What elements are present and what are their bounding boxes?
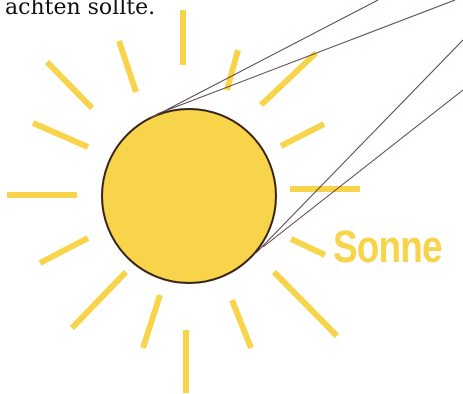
sun-ray xyxy=(143,295,160,348)
sun-ray xyxy=(72,272,126,328)
sun-ray xyxy=(281,124,324,146)
sun-ray xyxy=(40,238,88,263)
sun-ray xyxy=(274,272,337,336)
sun-ray xyxy=(261,53,316,105)
sun-label: Sonne xyxy=(333,221,442,273)
sun-ray xyxy=(33,123,88,147)
tangent-line xyxy=(157,0,455,114)
sun-disk xyxy=(102,109,276,283)
sun-ray xyxy=(291,239,325,255)
sun-ray xyxy=(232,300,251,348)
sun-ray xyxy=(119,41,136,92)
sun-ray xyxy=(47,62,92,108)
